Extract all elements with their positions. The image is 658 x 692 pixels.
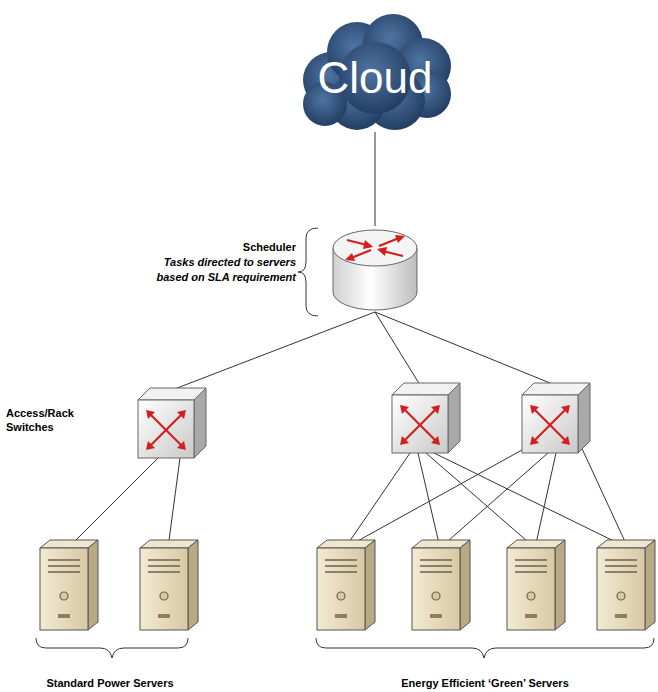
scheduler-router: SchedulerTasks directed to servers based…: [120, 226, 422, 318]
cloud-label: Cloud: [295, 54, 455, 102]
connector: [375, 132, 376, 226]
group-label: Access/Rack Switches: [6, 406, 86, 434]
scheduler-note: Tasks directed to servers based on SLA r…: [140, 255, 296, 285]
group-label: Energy Efficient ‘Green’ Servers: [355, 676, 615, 690]
connector-line: [375, 132, 376, 226]
group-label: Standard Power Servers: [10, 676, 210, 690]
cloud-node: Cloud: [295, 8, 455, 132]
scheduler-heading: Scheduler: [120, 240, 296, 255]
scheduler-caption: SchedulerTasks directed to servers based…: [120, 240, 296, 285]
